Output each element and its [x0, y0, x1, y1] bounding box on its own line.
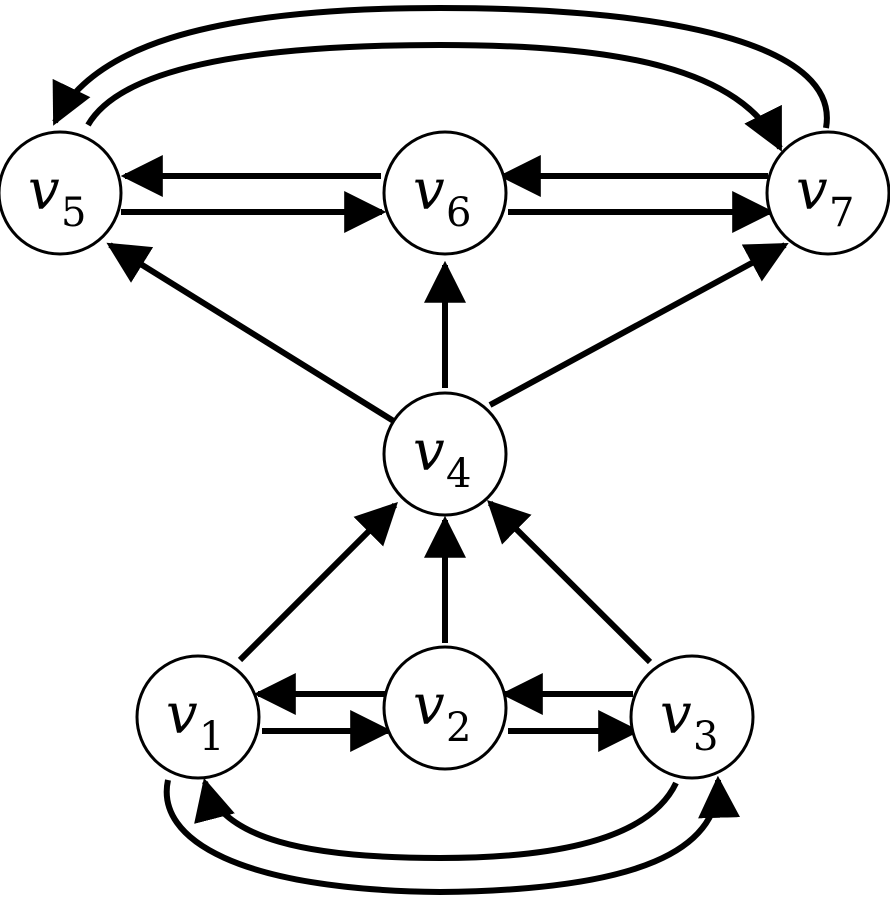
- edge-v3-v4: [487, 500, 653, 665]
- edge-v1-v3: [163, 775, 741, 896]
- node-v2-label: v: [413, 673, 445, 738]
- node-v1-circle: [135, 654, 261, 780]
- node-v4: v 4: [382, 391, 508, 517]
- node-v3-circle: [629, 654, 755, 780]
- node-v4-circle: [382, 391, 508, 517]
- node-v2-subscript: 2: [446, 705, 471, 751]
- node-v3: v 3: [629, 654, 755, 780]
- node-v2: v 2: [382, 645, 508, 771]
- node-v6-subscript: 6: [446, 190, 471, 236]
- node-v1: v 1: [135, 654, 261, 780]
- node-v7-subscript: 7: [829, 190, 854, 236]
- node-v6-label: v: [413, 158, 445, 223]
- edge-v4-v7: [488, 242, 789, 408]
- node-v5-subscript: 5: [61, 190, 86, 236]
- edge-v5-v7: [85, 41, 783, 152]
- node-v7-circle: [765, 130, 890, 256]
- node-v6: v 6: [382, 130, 508, 256]
- edge-v4-v5: [106, 242, 402, 428]
- node-v5: v 5: [0, 130, 123, 256]
- node-v2-circle: [382, 645, 508, 771]
- node-v1-label: v: [166, 682, 198, 747]
- node-v7-label: v: [796, 158, 828, 223]
- node-v5-circle: [0, 130, 123, 256]
- node-v1-subscript: 1: [199, 714, 224, 760]
- edge-v7-v5: [52, 4, 830, 129]
- node-v5-label: v: [28, 158, 60, 223]
- node-v6-circle: [382, 130, 508, 256]
- node-v3-label: v: [660, 682, 692, 747]
- node-v7: v 7: [765, 130, 890, 256]
- edge-v3-v1: [194, 777, 679, 862]
- node-v3-subscript: 3: [693, 714, 718, 760]
- node-v4-subscript: 4: [446, 451, 471, 497]
- edge-v1-v4: [237, 502, 398, 663]
- node-v4-label: v: [413, 419, 445, 484]
